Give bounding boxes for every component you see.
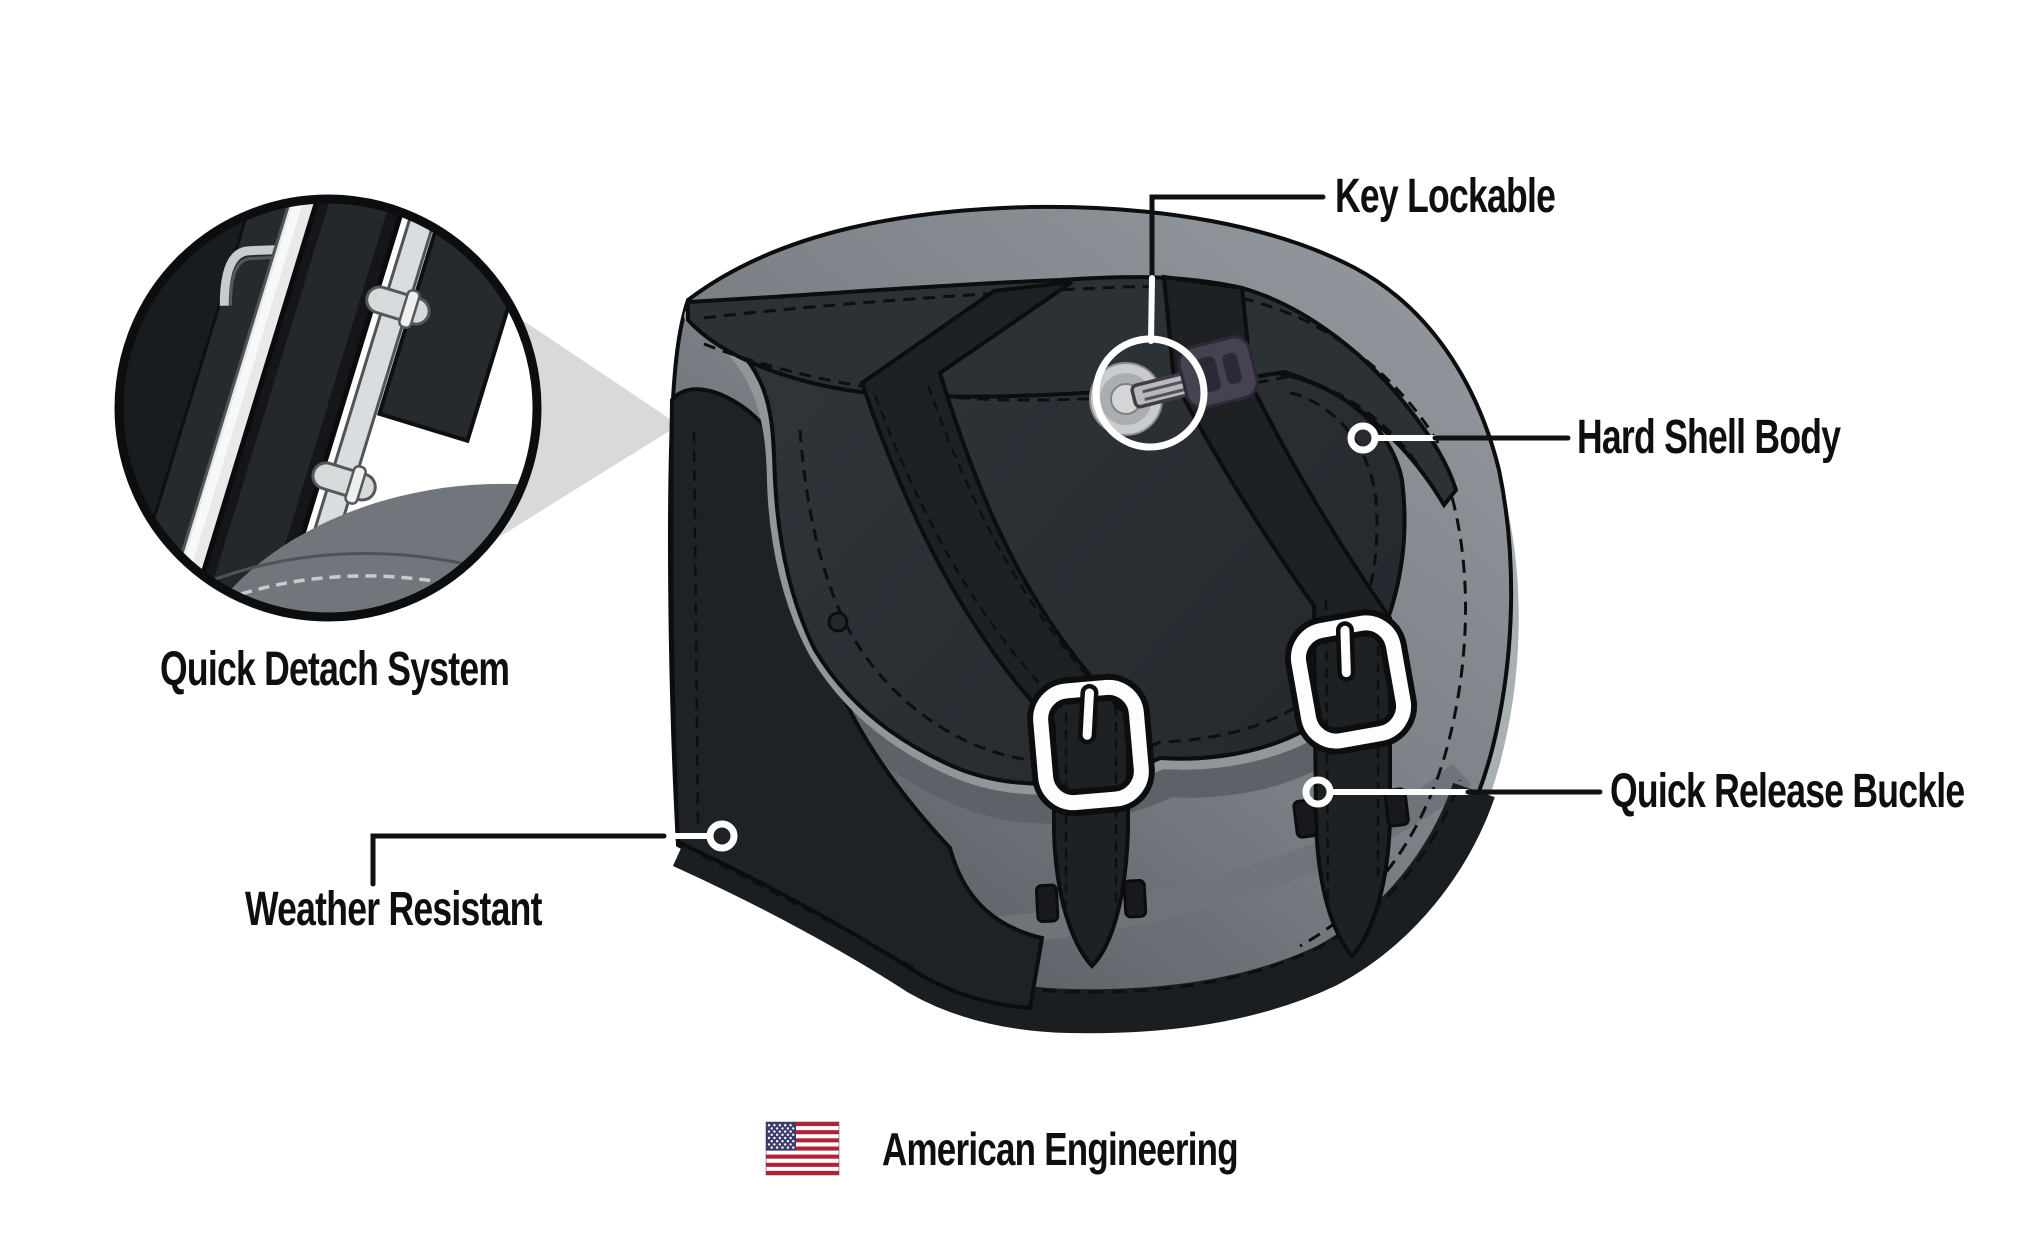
panel-stitch-line xyxy=(692,431,700,829)
panel-stitch-line xyxy=(701,854,915,970)
quick-release-buckle-right xyxy=(1284,609,1418,755)
callout-label-quick-release-buckle: Quick Release Buckle xyxy=(1610,765,1965,818)
callout-label-hard-shell-body: Hard Shell Body xyxy=(1577,411,1841,464)
key-lock-icon xyxy=(1089,335,1259,451)
callout-label-weather-resistant: Weather Resistant xyxy=(245,883,542,936)
callout-lines xyxy=(370,194,1603,887)
right-strap xyxy=(1161,274,1392,960)
saddlebag-body xyxy=(668,204,1519,1034)
flap-rivet xyxy=(827,611,849,633)
us-flag-icon xyxy=(765,1121,840,1176)
callout-line-key-lockable xyxy=(1148,275,1155,344)
callout-line-key-lockable xyxy=(1149,194,1326,281)
shell-shading-band xyxy=(924,763,1472,946)
callout-line-weather-resistant xyxy=(370,833,667,887)
flap-stitch-line xyxy=(798,390,1379,765)
quick-release-buckle-left xyxy=(1027,673,1155,817)
footer-label-american-engineering: American Engineering xyxy=(882,1123,1239,1175)
callout-label-quick-detach-system: Quick Detach System xyxy=(160,643,510,696)
strap-keeper xyxy=(1034,878,1148,924)
callout-label-key-lockable: Key Lockable xyxy=(1335,170,1556,223)
